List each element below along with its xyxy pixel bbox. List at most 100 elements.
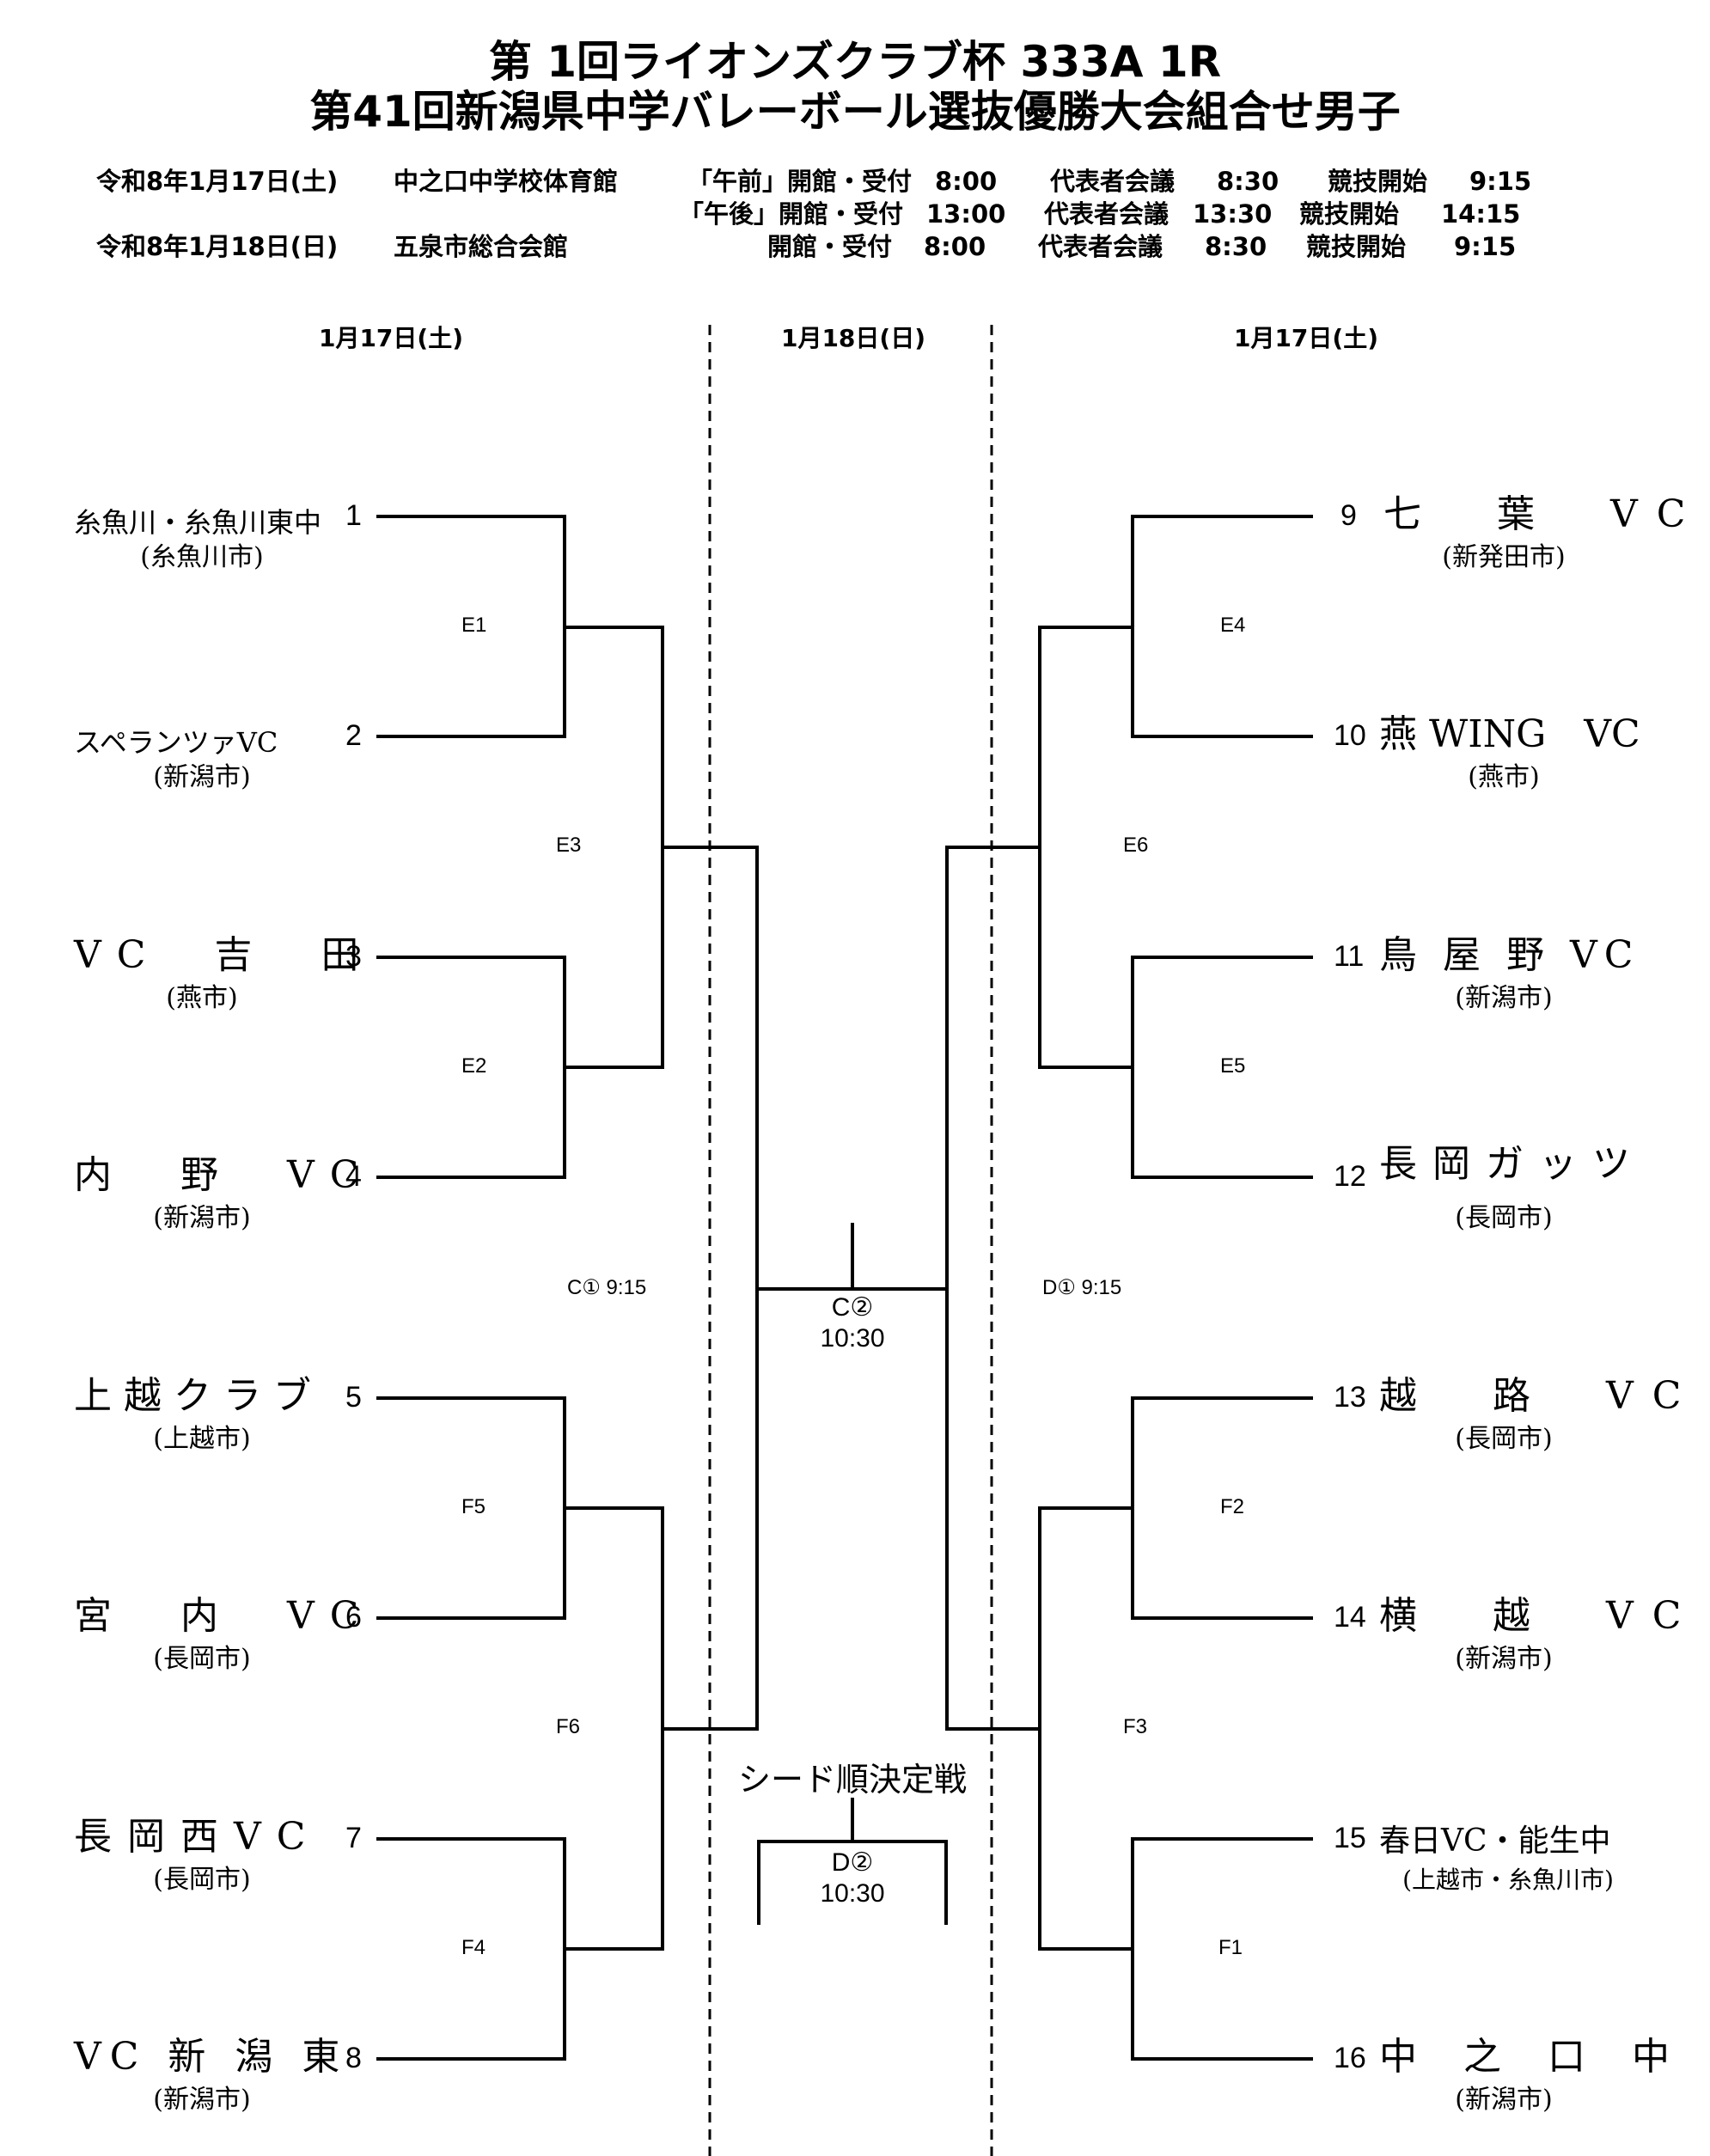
schedule-start-3: 9:15 [1454,232,1517,261]
team-1-number: 1 [345,499,362,532]
team-10-number: 10 [1334,719,1366,752]
team-16-number: 16 [1334,2042,1366,2074]
schedule-start-label-3: 競技開始 [1306,232,1407,261]
match-F4: F4 [461,1936,486,1959]
team-3-city: (燕市) [166,983,238,1013]
match-E2: E2 [461,1054,487,1078]
team-13-city: (長岡市) [1455,1424,1553,1454]
center-bracket [757,1223,948,1925]
schedule-meeting-1: 8:30 [1217,167,1279,196]
schedule-session-2: 「午後」開館・受付 [679,199,904,229]
team-11-number: 11 [1334,940,1365,973]
day-header-center: 1月18日(日) [780,324,926,352]
match-E5: E5 [1220,1054,1246,1078]
title-line-1: 第 1回ライオンズクラブ杯 333A 1R [488,37,1222,87]
match-F6: F6 [556,1715,581,1738]
team-7-number: 7 [345,1822,362,1854]
team-6-number: 6 [345,1601,362,1634]
match-E1: E1 [461,614,487,637]
team-9-name: 七 葉 VC [1383,492,1705,536]
team-1-name: 糸魚川・糸魚川東中 [74,506,322,539]
team-6-city: (長岡市) [153,1644,251,1674]
team-10-name: 燕 WING VC [1379,712,1640,756]
team-4-number: 4 [345,1160,362,1193]
match-E6: E6 [1123,834,1149,857]
team-11-city: (新潟市) [1455,983,1553,1013]
match-F2: F2 [1220,1495,1245,1518]
team-12-name: 長岡ガッツ [1379,1142,1646,1186]
team-9-number: 9 [1341,499,1357,532]
schedule-meeting-label-3: 代表者会議 [1038,232,1163,261]
team-8-city: (新潟市) [153,2085,251,2115]
match-E4: E4 [1220,614,1246,637]
team-3-number: 3 [345,940,362,973]
schedule-session-3: 開館・受付 [767,232,893,261]
match-F1: F1 [1218,1936,1243,1959]
team-5-number: 5 [345,1381,362,1414]
schedule-open-2: 13:00 [926,199,1006,229]
team-6-name: 宮 内 VC [74,1594,375,1638]
match-C2-time: 10:30 [820,1324,885,1353]
day-header-right: 1月17日(土) [1233,324,1379,352]
team-4-city: (新潟市) [153,1203,251,1233]
schedule-session-1: 「午前」開館・受付 [687,167,913,196]
schedule-meeting-2: 13:30 [1193,199,1273,229]
team-8-number: 8 [345,2042,362,2074]
bracket-D1 [945,846,1040,1731]
team-15-name: 春日VC・能生中 [1379,1823,1611,1859]
team-7-name: 長岡西VC [74,1815,321,1859]
bracket-F3 [1038,1506,1133,1951]
match-D2: D② [831,1848,874,1877]
team-14-number: 14 [1334,1601,1366,1634]
team-11-name: 鳥 屋 野 VC [1379,933,1640,977]
team-9-city: (新発田市) [1442,542,1566,572]
team-8-name: VC 新 潟 東 [74,2035,349,2079]
match-F5: F5 [461,1495,486,1518]
schedule-date-1: 令和8年1月17日(土) [96,167,339,196]
schedule-start-label-2: 競技開始 [1299,199,1400,229]
right-bracket [945,515,1313,2061]
team-14-city: (新潟市) [1455,1644,1553,1674]
team-13-number: 13 [1334,1381,1366,1414]
schedule-venue-1: 中之口中学校体育館 [394,167,619,196]
team-12-number: 12 [1334,1160,1366,1193]
day-header-left: 1月17日(土) [318,324,464,352]
team-7-city: (長岡市) [153,1865,251,1895]
team-5-city: (上越市) [153,1424,251,1454]
match-F3: F3 [1123,1715,1148,1738]
team-13-name: 越 路 VC [1379,1374,1701,1418]
schedule-meeting-3: 8:30 [1205,232,1267,261]
team-12-city: (長岡市) [1455,1203,1553,1233]
bracket-E6 [1038,626,1133,1069]
schedule-venue-3: 五泉市総合会館 [394,232,569,261]
team-15-number: 15 [1334,1822,1366,1854]
schedule-open-3: 8:00 [924,232,986,261]
match-E3: E3 [556,834,582,857]
team-2-city: (新潟市) [153,762,251,792]
team-4-name: 内 野 VC [74,1153,375,1197]
team-14-name: 横 越 VC [1379,1594,1701,1638]
team-1-city: (糸魚川市) [140,542,264,572]
team-2-number: 2 [345,719,362,752]
match-D1: D① 9:15 [1042,1276,1122,1299]
schedule-open-1: 8:00 [935,167,998,196]
schedule-start-label-1: 競技開始 [1328,167,1428,196]
team-16-city: (新潟市) [1455,2085,1553,2115]
schedule-date-3: 令和8年1月18日(日) [96,232,339,261]
schedule-start-2: 14:15 [1441,199,1521,229]
team-3-name: VC 吉 田 [74,933,375,977]
match-D2-time: 10:30 [820,1879,885,1908]
team-2-name: スペランツァVC [74,726,278,759]
match-C1: C① 9:15 [567,1276,647,1299]
team-16-name: 中 之 口 中 [1379,2035,1687,2079]
team-10-city: (燕市) [1468,762,1540,792]
schedule-meeting-label-1: 代表者会議 [1050,167,1176,196]
day-dividers [708,325,993,2156]
seed-decider-label: シード順決定戦 [737,1761,967,1799]
team-15-city: (上越市・糸魚川市) [1402,1866,1614,1894]
schedule-start-1: 9:15 [1469,167,1532,196]
team-5-name: 上越クラブ [74,1374,323,1418]
schedule-meeting-label-2: 代表者会議 [1044,199,1170,229]
match-C2: C② [831,1293,874,1322]
